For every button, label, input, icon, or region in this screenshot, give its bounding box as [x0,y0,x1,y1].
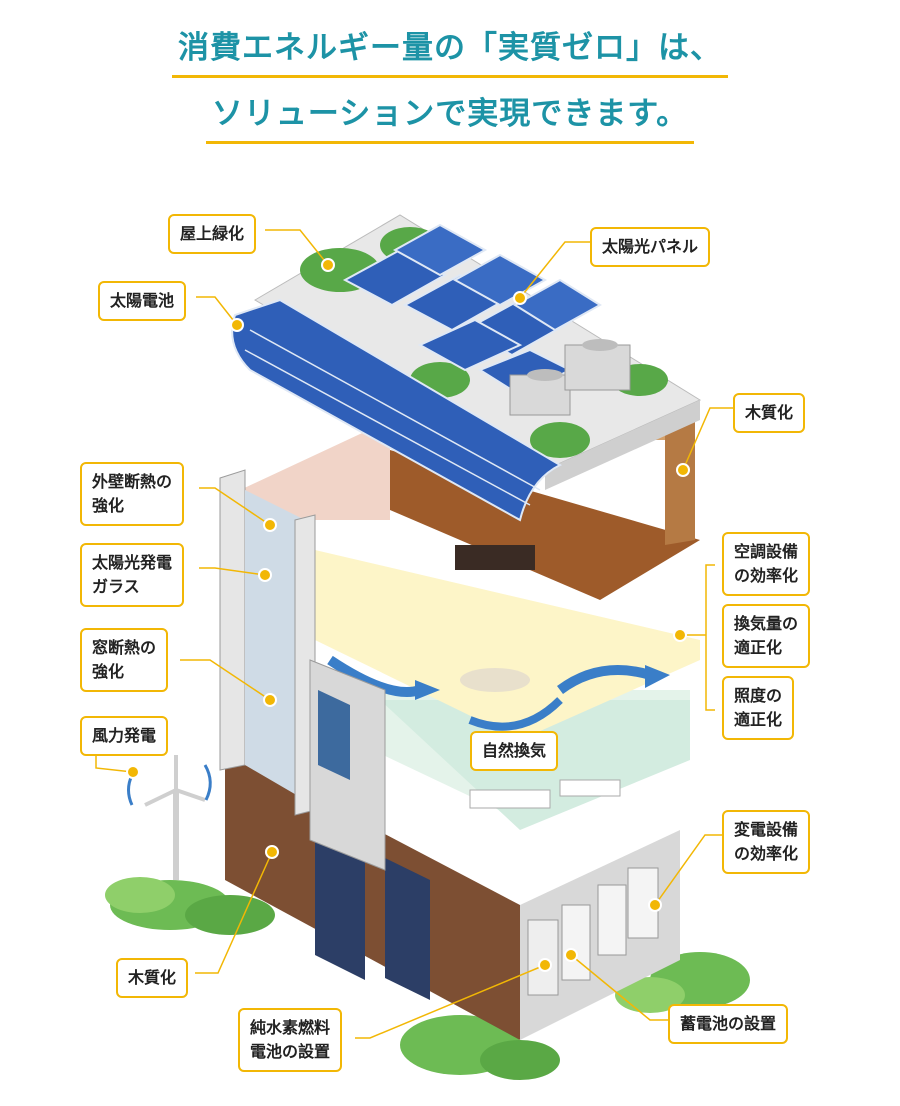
callout-ventilation: 換気量の 適正化 [722,604,811,668]
callout-exterior-insulation-line1: 外壁断熱の [92,472,173,491]
ground-greenery [105,877,750,1080]
callout-window-insulation-line1: 窓断熱の [92,638,157,657]
callout-wood-upper: 木質化 [733,393,806,433]
callout-wind-power-text: 風力発電 [92,726,157,745]
callout-exterior-insulation-line2: 強化 [92,496,125,515]
callout-solar-panel: 太陽光パネル [590,227,711,267]
callout-wood-lower: 木質化 [116,958,189,998]
callout-exterior-insulation: 外壁断熱の 強化 [80,462,185,526]
callout-solar-glass-line1: 太陽光発電 [92,553,173,572]
leader-lines [95,229,733,1039]
callout-hvac-efficiency-line1: 空調設備 [734,542,799,561]
callout-solar-cell-text: 太陽電池 [110,291,175,310]
callout-solar-glass-line2: ガラス [92,577,140,596]
callout-hvac-efficiency: 空調設備 の効率化 [722,532,811,596]
heading-line-1: 消費エネルギー量の「実質ゼロ」は、 [0,22,900,78]
ground-floor [225,750,680,1040]
curved-solar-canopy [231,298,563,522]
callout-solar-panel-text: 太陽光パネル [602,237,699,256]
heading-line-1-text: 消費エネルギー量の「実質ゼロ」は、 [172,22,728,78]
leader-dots [126,258,690,972]
callout-ventilation-line2: 適正化 [734,638,783,657]
heading-line-2: ソリューションで実現できます。 [0,88,900,144]
callout-wood-lower-text: 木質化 [128,968,177,987]
wind-turbine [127,755,212,880]
callout-hvac-efficiency-line2: の効率化 [734,566,799,585]
building-frame [219,469,386,871]
callout-rooftop-greening: 屋上緑化 [168,214,257,254]
callout-window-insulation-line2: 強化 [92,662,125,681]
callout-window-insulation: 窓断熱の 強化 [80,628,169,692]
callout-fuel-cell-line2: 電池の設置 [250,1042,331,1061]
callout-fuel-cell-line1: 純水素燃料 [250,1018,331,1037]
callout-ventilation-line1: 換気量の [734,614,799,633]
callout-lighting-line1: 照度の [734,686,783,705]
callout-battery: 蓄電池の設置 [668,1004,789,1044]
heading-line-2-text: ソリューションで実現できます。 [205,88,695,144]
lounge-floor [315,550,700,740]
callout-natural-ventilation-text: 自然換気 [482,741,547,760]
callout-rooftop-greening-text: 屋上緑化 [180,224,245,243]
callout-wood-upper-text: 木質化 [745,403,794,422]
callout-lighting: 照度の 適正化 [722,676,795,740]
callout-solar-cell: 太陽電池 [98,281,187,321]
callout-fuel-cell: 純水素燃料 電池の設置 [238,1008,343,1072]
callout-transformer-efficiency: 変電設備 の効率化 [722,810,811,874]
callout-transformer-efficiency-line1: 変電設備 [734,820,799,839]
callout-solar-glass: 太陽光発電 ガラス [80,543,185,607]
hvac-outdoor-units [509,339,631,416]
callout-wind-power: 風力発電 [80,716,169,756]
callout-lighting-line2: 適正化 [734,710,783,729]
callout-battery-text: 蓄電池の設置 [680,1014,777,1033]
callout-natural-ventilation: 自然換気 [470,731,559,771]
callout-transformer-efficiency-line2: の効率化 [734,844,799,863]
